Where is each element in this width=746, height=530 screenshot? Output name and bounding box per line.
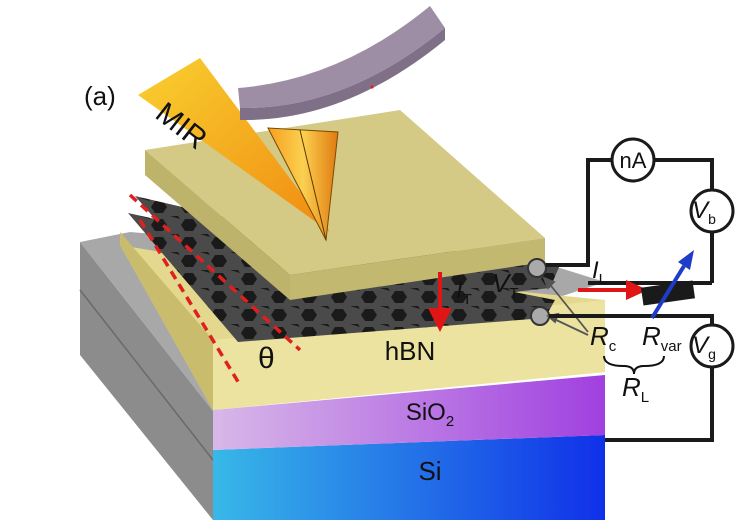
twist-angle-lines: θ	[128, 193, 302, 386]
bias-label: V	[692, 197, 710, 224]
ammeter: nA	[610, 137, 656, 183]
tunnel-voltage-label: VT	[492, 268, 519, 302]
load-current-arrow: IL	[578, 257, 648, 300]
tunnel-current-arrow: IT	[428, 272, 472, 332]
angle-symbol: θ	[258, 342, 275, 375]
svg-text:Vg: Vg	[692, 332, 716, 362]
cantilever	[238, 6, 445, 121]
gate-voltmeter: Vg	[689, 323, 735, 369]
gate-label: V	[692, 332, 710, 359]
si-layer: Si	[213, 435, 605, 520]
contact-resistance-label: Rc	[590, 321, 617, 355]
load-resistance-label: RL	[622, 372, 649, 406]
hbn-label: hBN	[385, 336, 436, 366]
bias-voltmeter: Vb	[689, 188, 735, 234]
sio2-label: SiO2	[406, 399, 454, 430]
sio2-layer: SiO2	[213, 375, 605, 450]
variable-resistor	[641, 250, 695, 320]
panel-label: (a)	[84, 81, 116, 111]
si-label: Si	[418, 456, 441, 486]
load-brace	[603, 355, 665, 375]
top-contact	[527, 258, 547, 278]
svg-text:Vb: Vb	[692, 197, 716, 227]
circuit-wires	[546, 158, 714, 442]
tunnel-current-label: IT	[456, 277, 472, 308]
ammeter-label: nA	[620, 148, 647, 173]
variable-resistance-label: Rvar	[642, 321, 682, 355]
load-current-label: IL	[592, 257, 607, 288]
afm-tip	[267, 127, 339, 242]
bottom-contact	[530, 306, 550, 326]
